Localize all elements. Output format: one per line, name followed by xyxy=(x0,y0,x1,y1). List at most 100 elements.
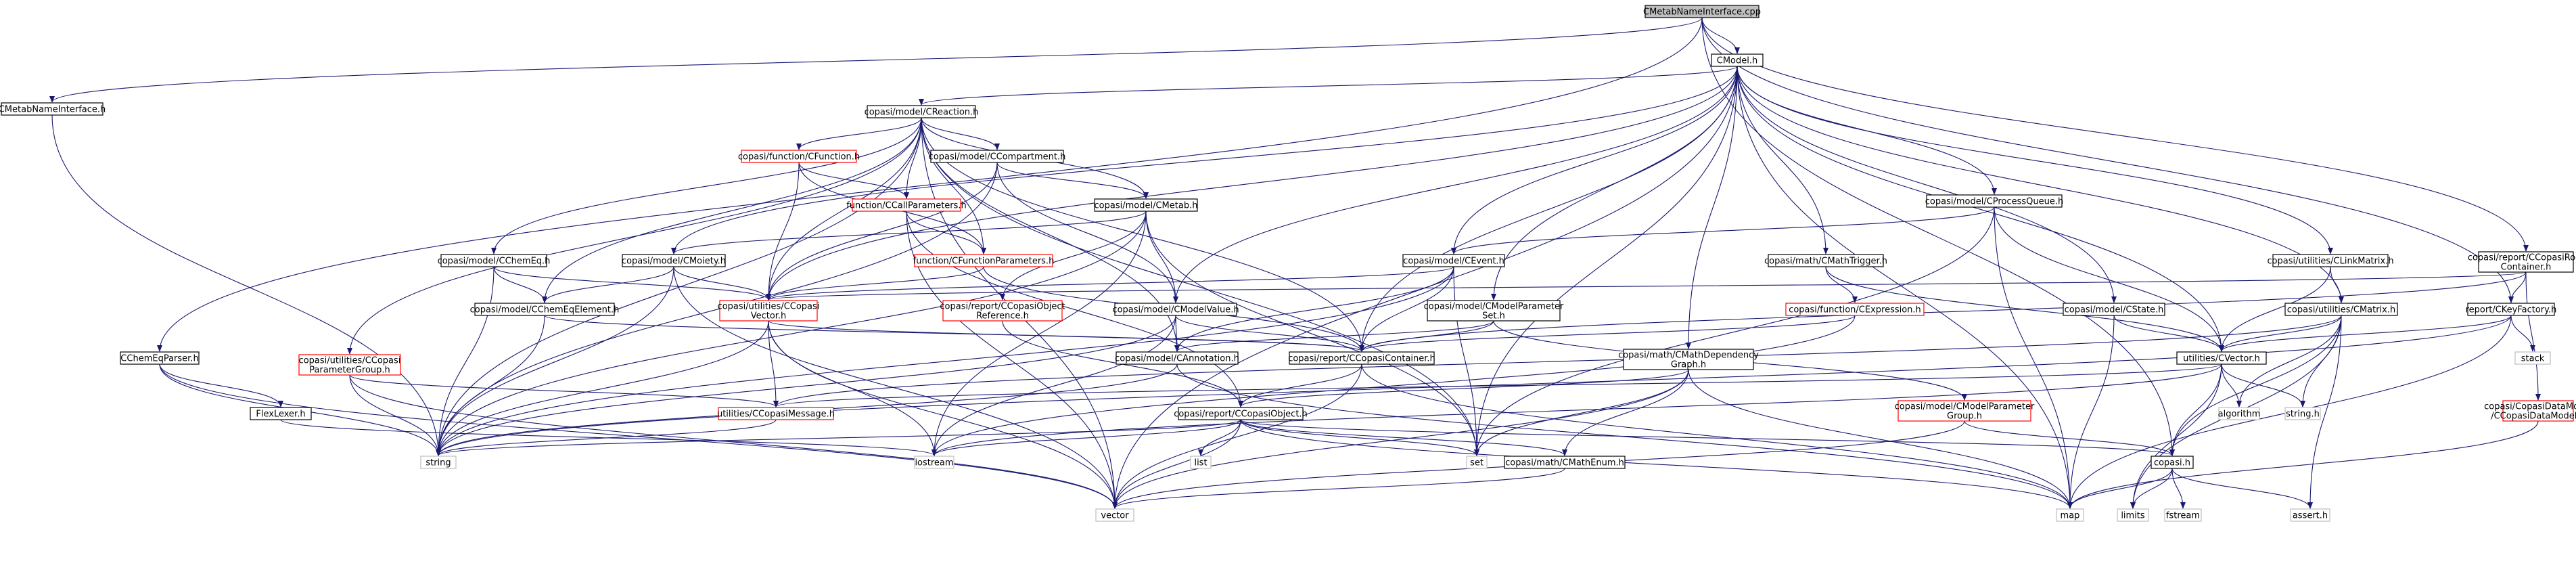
node-flexlexer[interactable]: FlexLexer.h xyxy=(250,407,312,420)
node-cmathenum[interactable]: copasi/math/CMathEnum.h xyxy=(1504,456,1626,469)
node-cannotation[interactable]: copasi/model/CAnnotation.h xyxy=(1115,351,1239,365)
node-box xyxy=(1711,53,1764,67)
node-cstate[interactable]: copasi/model/CState.h xyxy=(2063,303,2165,316)
edge-ccopasiparamgroup-to-ccopasimessage xyxy=(349,374,779,407)
node-fstream[interactable]: fstream xyxy=(2164,508,2202,522)
node-box xyxy=(1190,456,1212,469)
edge-ccopasiobject-to-iostream xyxy=(932,419,1241,456)
edge-cchemeq-to-ccopasivector xyxy=(493,266,771,301)
node-cchemeqparser[interactable]: CChemEqParser.h xyxy=(120,351,200,365)
edge-cfunction-to-ccopasivector xyxy=(766,162,800,301)
node-string_h[interactable]: string.h xyxy=(2284,407,2321,420)
node-label: set xyxy=(1470,458,1484,468)
node-algorithm[interactable]: algorithm xyxy=(2218,407,2261,420)
edge-cvector-to-string_h xyxy=(2221,363,2305,407)
edge-ccopasiobject-to-string xyxy=(436,419,1241,456)
node-box xyxy=(298,354,401,376)
node-cmodel_h[interactable]: CModel.h xyxy=(1711,53,1764,67)
node-label: iostream xyxy=(915,458,953,468)
node-limits[interactable]: limits xyxy=(2117,508,2149,522)
node-label: list xyxy=(1194,458,1207,468)
node-ckeyfactory[interactable]: report/CKeyFactory.h xyxy=(2466,303,2557,316)
node-box xyxy=(867,105,976,118)
node-map[interactable]: map xyxy=(2056,508,2084,522)
node-box xyxy=(942,300,1063,322)
edge-copasi_h-to-limits xyxy=(2130,468,2173,509)
node-clinkmatrix[interactable]: copasi/utilities/CLinkMatrix.h xyxy=(2267,254,2394,267)
node-label: copasi/report/CCopasiContainer.h xyxy=(1288,354,1435,364)
node-cprocessqueue[interactable]: copasi/model/CProcessQueue.h xyxy=(1925,194,2063,208)
node-ccompartment[interactable]: copasi/model/CCompartment.h xyxy=(929,150,1066,163)
graph-edges xyxy=(49,17,2541,509)
node-string[interactable]: string xyxy=(420,456,457,469)
node-label: copasi/model/CModelParameter xyxy=(1895,402,2035,412)
node-list[interactable]: list xyxy=(1190,456,1212,469)
node-cfuncparams[interactable]: function/CFunctionParameters.h xyxy=(913,254,1055,267)
node-stack[interactable]: stack xyxy=(2514,351,2551,365)
edge-creaction-to-cfunction xyxy=(796,117,922,150)
graph-nodes: CMetabNameInterface.cppCMetabNameInterfa… xyxy=(0,5,2576,522)
node-box xyxy=(622,254,726,267)
node-box xyxy=(2176,351,2267,365)
node-box xyxy=(440,254,547,267)
node-label: string xyxy=(426,458,451,468)
node-cmatrix[interactable]: copasi/utilities/CMatrix.h xyxy=(2284,303,2398,316)
node-label: function/CFunctionParameters.h xyxy=(913,257,1055,267)
node-cchemeq[interactable]: copasi/model/CChemEq.h xyxy=(438,254,551,267)
node-box xyxy=(2502,400,2574,422)
node-iostream[interactable]: iostream xyxy=(914,456,954,469)
node-root[interactable]: CMetabNameInterface.cpp xyxy=(1643,5,1761,18)
node-assert_h[interactable]: assert.h xyxy=(2290,508,2330,522)
edge-cstate-to-cvector xyxy=(2113,315,2224,352)
node-box xyxy=(250,407,312,420)
node-box xyxy=(1504,456,1626,469)
node-cmodelvalue[interactable]: copasi/model/CModelValue.h xyxy=(1112,303,1239,316)
edge-cvector-to-algorithm xyxy=(2221,363,2242,407)
node-ccopasicontainer[interactable]: copasi/report/CCopasiContainer.h xyxy=(1288,351,1435,365)
node-label: copasi/model/CReaction.h xyxy=(865,108,979,118)
node-ccallparams[interactable]: function/CCallParameters.h xyxy=(846,198,967,212)
node-box xyxy=(2272,254,2389,267)
node-ccopasidatamodel[interactable]: copasi/CopasiDataModel/CCopasiDataModel.… xyxy=(2484,400,2576,422)
node-vector[interactable]: vector xyxy=(1095,508,1134,522)
edge-ccopasicontainer-to-vector xyxy=(1112,363,1362,509)
edge-cmatrix-to-ccopasimessage xyxy=(773,315,2342,407)
node-cvector[interactable]: utilities/CVector.h xyxy=(2176,351,2267,365)
node-ccopasimessage[interactable]: utilities/CCopasiMessage.h xyxy=(717,407,835,420)
node-box xyxy=(2117,508,2149,522)
node-cmetab[interactable]: copasi/model/CMetab.h xyxy=(1094,198,1198,212)
node-box xyxy=(1623,349,1754,370)
node-box xyxy=(1178,407,1304,420)
node-cmni_h[interactable]: CMetabNameInterface.h xyxy=(0,102,106,116)
node-cexpression[interactable]: copasi/function/CExpression.h xyxy=(1785,303,1925,316)
edge-cmodelparamset-to-cannotation xyxy=(1174,320,1494,352)
node-cevent[interactable]: copasi/model/CEvent.h xyxy=(1402,254,1505,267)
node-set[interactable]: set xyxy=(1466,456,1488,469)
node-label: copasi/math/CMathEnum.h xyxy=(1505,458,1624,468)
node-label: fstream xyxy=(2166,511,2200,521)
node-cfunction[interactable]: copasi/function/CFunction.h xyxy=(738,150,860,163)
node-copasi_h[interactable]: copasi.h xyxy=(2150,456,2194,469)
node-cchemeqelem[interactable]: copasi/model/CChemEqElement.h xyxy=(470,303,620,316)
edge-ckeyfactory-to-cvector xyxy=(2219,315,2512,352)
node-label: copasi/model/CState.h xyxy=(2065,305,2164,315)
edge-cmodel_h-to-cmodelvalue xyxy=(1173,66,1738,303)
node-label: copasi/math/CMathTrigger.h xyxy=(1764,257,1887,267)
node-ccopasiobject[interactable]: copasi/report/CCopasiObject.h xyxy=(1174,407,1308,420)
edge-ccompartment-to-cmetab xyxy=(996,162,1149,199)
edge-crootcontainer-to-ccopasivector xyxy=(766,271,2527,301)
node-label: copasi/utilities/CLinkMatrix.h xyxy=(2267,257,2393,267)
edge-cmetab-to-cmoiety xyxy=(671,211,1147,255)
node-box xyxy=(2056,508,2084,522)
edge-ccopasiobject-to-map xyxy=(1240,419,2073,509)
node-cmathtrigger[interactable]: copasi/math/CMathTrigger.h xyxy=(1764,254,1887,267)
node-creaction[interactable]: copasi/model/CReaction.h xyxy=(865,105,979,118)
node-cmoiety[interactable]: copasi/model/CMoiety.h xyxy=(622,254,726,267)
